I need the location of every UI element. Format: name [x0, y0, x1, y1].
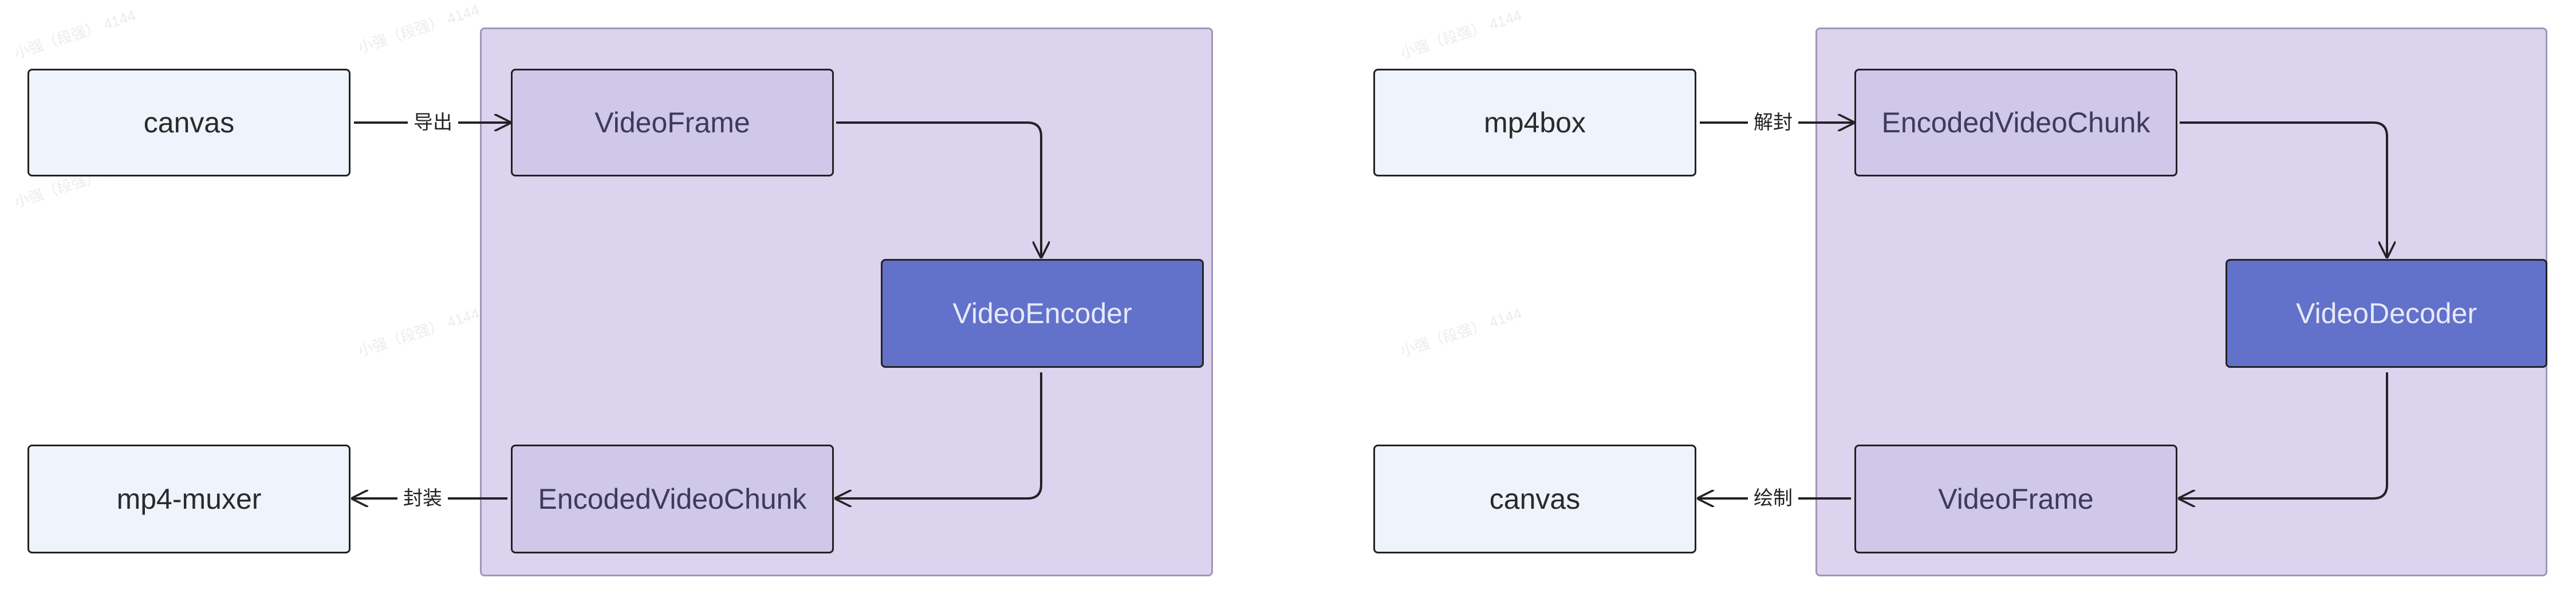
decode-sink-node: canvas: [1373, 445, 1696, 553]
edge-chunk-to-decoder: [2180, 121, 2387, 257]
edge-label-demux: 解封: [1748, 110, 1798, 135]
edge-frame-to-encoder: [836, 121, 1041, 257]
edge-decoder-to-frame: [2180, 372, 2388, 498]
edge-label-draw: 绘制: [1748, 486, 1798, 511]
node-label: EncodedVideoChunk: [538, 483, 807, 515]
decode-frame-node: VideoFrame: [1854, 445, 2177, 553]
encode-chunk-node: EncodedVideoChunk: [511, 445, 834, 553]
decoder-node: VideoDecoder: [2226, 259, 2547, 368]
encode-source-node: canvas: [27, 69, 350, 176]
node-label: VideoFrame: [1938, 483, 2094, 515]
encode-frame-node: VideoFrame: [511, 69, 834, 176]
node-label: EncodedVideoChunk: [1881, 107, 2150, 139]
node-label: VideoEncoder: [952, 297, 1132, 329]
edge-label-mux: 封装: [397, 486, 448, 511]
node-label: canvas: [1489, 483, 1581, 515]
decode-source-node: mp4box: [1373, 69, 1696, 176]
edge-encoder-to-chunk: [836, 372, 1042, 498]
node-label: mp4-muxer: [116, 483, 262, 515]
encode-sink-node: mp4-muxer: [27, 445, 350, 553]
node-label: VideoDecoder: [2296, 297, 2477, 329]
node-label: VideoFrame: [594, 107, 750, 139]
node-label: canvas: [143, 107, 235, 139]
encoder-node: VideoEncoder: [881, 259, 1204, 368]
decode-chunk-node: EncodedVideoChunk: [1854, 69, 2177, 176]
node-label: mp4box: [1484, 107, 1586, 139]
edge-label-export: 导出: [408, 110, 458, 135]
